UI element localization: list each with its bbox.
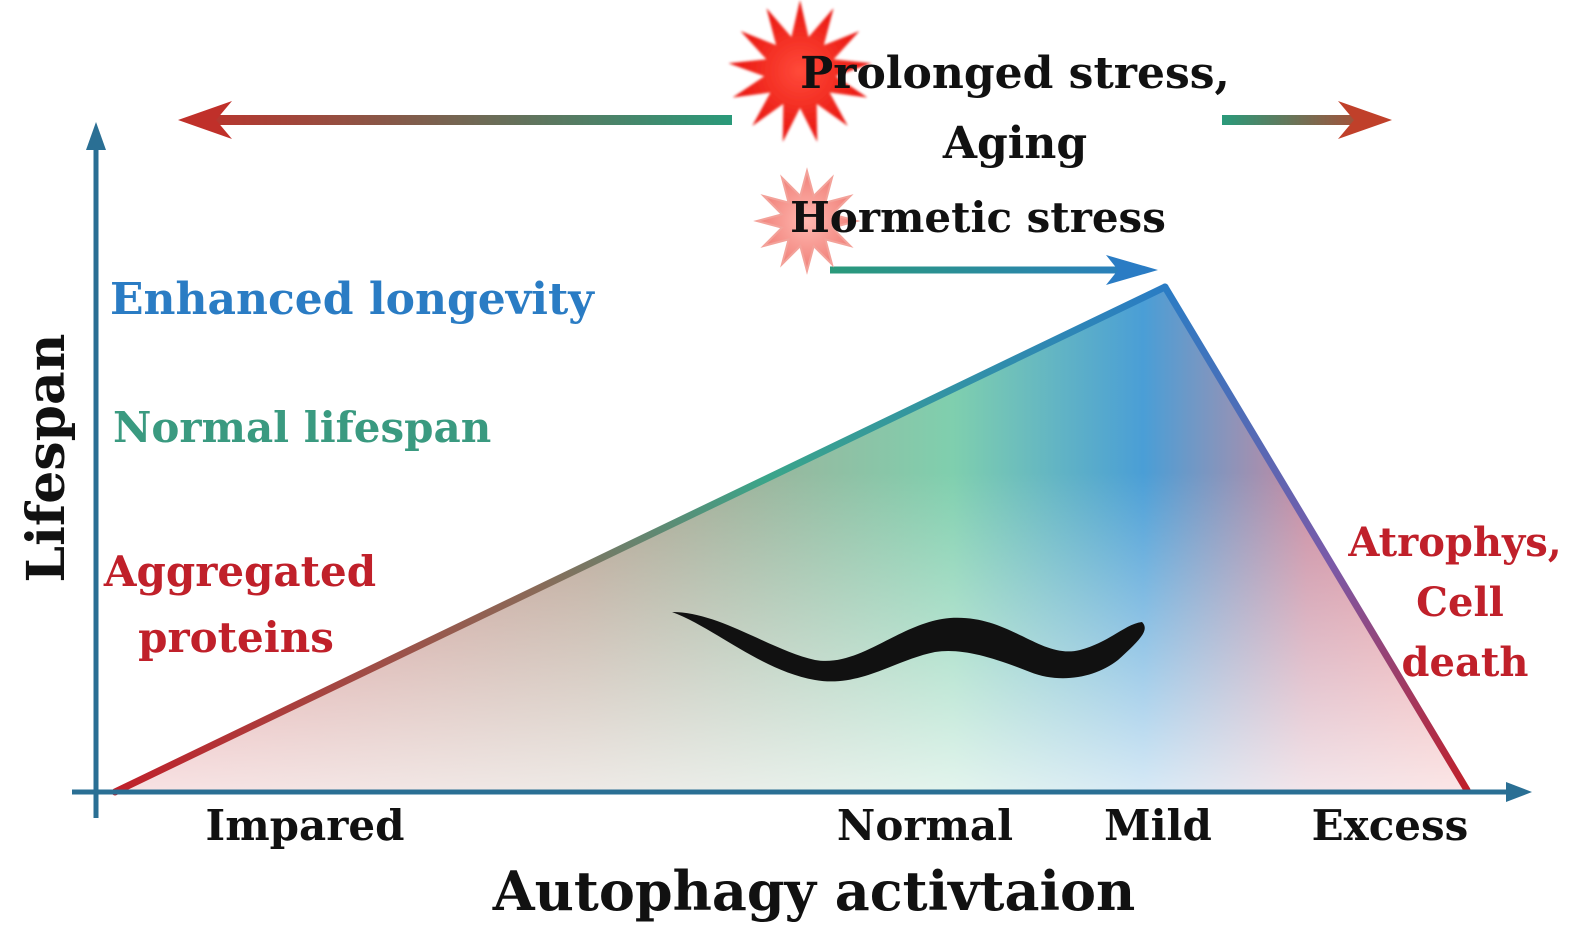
proteins-label: proteins <box>138 613 334 662</box>
enhanced-longevity-label: Enhanced longevity <box>110 274 595 325</box>
x-tick-normal: Normal <box>837 801 1013 850</box>
right-arrow <box>1222 101 1392 139</box>
y-axis-title: Lifespan <box>16 334 77 583</box>
c-elegans-worm-icon <box>672 612 1145 682</box>
x-tick-mild: Mild <box>1104 801 1212 850</box>
normal-lifespan-label: Normal lifespan <box>113 403 491 452</box>
aggregated-label: Aggregated <box>103 547 376 596</box>
hormetic-arrow <box>830 255 1158 285</box>
lifespan-area <box>115 287 1467 790</box>
pink-starburst-icon <box>753 167 861 275</box>
x-axis <box>72 782 1532 802</box>
y-axis <box>86 122 106 818</box>
x-axis-title: Autophagy activtaion <box>492 859 1136 923</box>
cell-label: Cell <box>1416 579 1504 626</box>
left-arrow <box>178 101 732 139</box>
death-label: death <box>1402 639 1529 686</box>
prolonged-stress-label: Prolonged stress, <box>800 48 1230 99</box>
hormetic-stress-label: Hormetic stress <box>790 193 1166 242</box>
atrophys-label: Atrophys, <box>1347 519 1561 566</box>
red-starburst-icon <box>728 0 872 142</box>
x-tick-impared: Impared <box>206 801 405 850</box>
rising-edge <box>111 283 1169 796</box>
x-tick-excess: Excess <box>1312 801 1469 850</box>
falling-edge <box>1161 283 1471 794</box>
aging-label: Aging <box>942 118 1087 169</box>
